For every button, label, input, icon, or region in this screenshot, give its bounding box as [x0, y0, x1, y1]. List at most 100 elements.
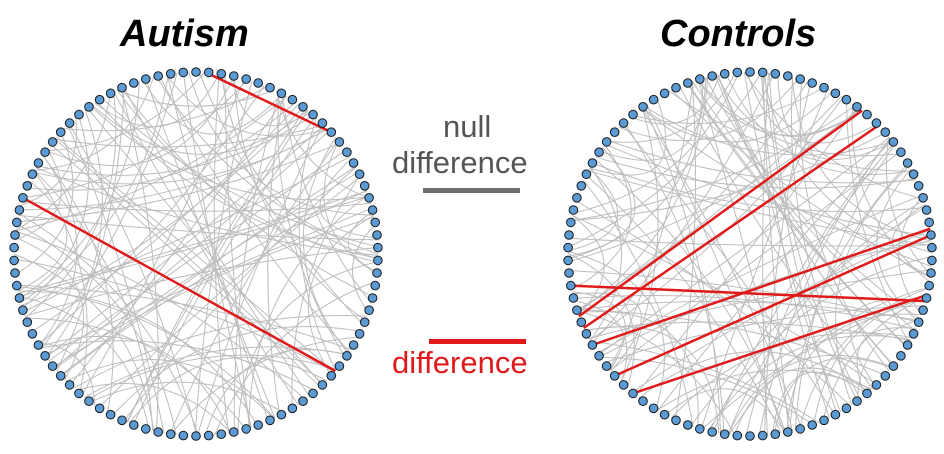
network-node	[342, 351, 352, 361]
network-edge	[604, 143, 932, 237]
network-node	[216, 69, 227, 79]
network-edge	[233, 76, 366, 322]
network-node	[880, 127, 891, 137]
network-node	[27, 169, 38, 179]
network-edge	[45, 124, 325, 358]
network-node	[298, 102, 308, 112]
network-edge	[120, 88, 159, 432]
network-edge	[571, 132, 886, 221]
network-edge	[591, 73, 775, 345]
network-node	[587, 158, 598, 168]
network-node	[609, 127, 620, 137]
network-edge	[42, 155, 114, 414]
network-node	[719, 429, 730, 440]
network-edge	[48, 149, 346, 362]
network-node	[22, 181, 33, 191]
network-node	[342, 147, 352, 157]
network-node	[14, 293, 25, 303]
network-node	[880, 371, 891, 381]
network-edge	[54, 124, 325, 148]
network-edge	[40, 72, 178, 350]
network-node	[695, 424, 705, 434]
network-edge	[733, 367, 872, 436]
network-edge	[687, 82, 907, 348]
network-node	[317, 118, 328, 128]
network-node	[94, 403, 105, 414]
network-node	[191, 67, 201, 77]
network-node	[783, 427, 793, 437]
network-node	[638, 102, 648, 112]
network-node	[581, 169, 592, 179]
network-node	[609, 371, 620, 381]
network-edge	[145, 78, 276, 419]
network-node	[129, 420, 139, 430]
network-node	[47, 361, 58, 371]
network-edge	[68, 123, 198, 437]
network-node	[841, 94, 852, 105]
network-edge	[113, 91, 299, 405]
network-node	[695, 74, 705, 84]
network-edge	[20, 74, 169, 303]
network-edge	[16, 142, 341, 223]
network-edge	[15, 93, 111, 231]
network-edge	[45, 109, 103, 358]
network-edge	[798, 287, 929, 430]
network-edge	[885, 136, 932, 276]
network-node	[852, 102, 862, 112]
network-node	[74, 109, 84, 120]
network-edge	[572, 292, 642, 372]
controls-title: Controls	[660, 13, 817, 55]
network-node	[229, 427, 239, 437]
network-node	[287, 94, 298, 105]
difference-edge	[22, 196, 337, 373]
network-node	[659, 88, 670, 99]
network-node	[84, 102, 94, 112]
network-edge	[196, 123, 324, 437]
network-node	[638, 396, 648, 407]
network-node	[367, 205, 378, 215]
network-edge	[576, 310, 736, 436]
network-edge	[571, 105, 856, 222]
network-node	[364, 305, 374, 316]
network-edge	[16, 284, 352, 350]
network-node	[229, 71, 239, 81]
network-node	[74, 388, 84, 399]
network-node	[707, 427, 718, 437]
network-edge	[13, 253, 155, 432]
network-node	[141, 74, 151, 84]
network-node	[795, 74, 806, 84]
network-node	[84, 396, 94, 407]
network-edge	[64, 85, 268, 132]
network-node	[913, 181, 924, 191]
network-edge	[716, 74, 862, 137]
network-node	[165, 69, 176, 79]
network-edge	[24, 247, 378, 317]
difference-edge	[632, 293, 928, 395]
network-edge	[248, 194, 369, 429]
network-edge	[571, 291, 626, 371]
network-node	[55, 371, 66, 381]
network-edge	[567, 72, 762, 248]
network-edge	[851, 103, 931, 283]
network-edge	[18, 196, 369, 297]
network-node	[326, 371, 337, 381]
network-edge	[89, 381, 285, 414]
network-node	[308, 388, 318, 399]
network-node	[671, 82, 681, 93]
network-node	[587, 340, 598, 350]
network-edge	[758, 137, 891, 436]
network-node	[334, 361, 345, 371]
network-node	[913, 317, 924, 328]
network-edge	[38, 85, 265, 346]
network-node	[594, 351, 604, 361]
legend-null-difference-label: difference	[392, 145, 528, 180]
network-node	[745, 67, 755, 77]
network-node	[276, 88, 287, 99]
legend-null-label: null	[443, 109, 492, 144]
network-node	[563, 242, 573, 253]
network-node	[707, 71, 718, 81]
network-edge	[14, 132, 74, 276]
legend-null-line	[423, 188, 520, 193]
network-edge	[22, 79, 249, 199]
network-node	[568, 205, 579, 215]
